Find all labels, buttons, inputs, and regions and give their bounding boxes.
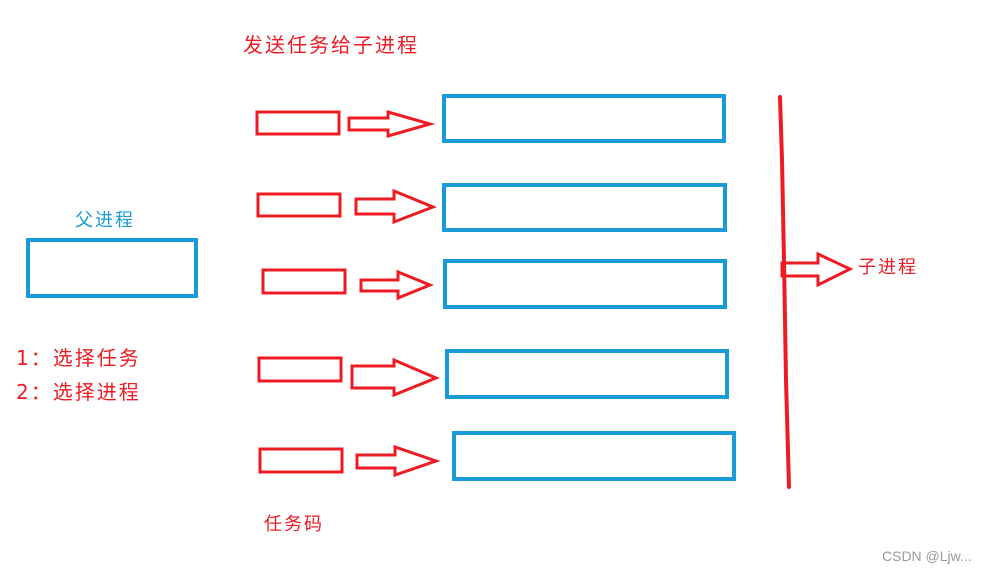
arrow-2 (354, 188, 438, 225)
arrow-5 (355, 444, 441, 478)
parent-process-label: 父进程 (75, 210, 135, 231)
csdn-watermark: CSDN @Ljw... (882, 548, 972, 564)
task-code-box-2 (256, 192, 342, 218)
task-code-box-5 (258, 447, 344, 474)
step-2-label: 2：选择进程 (16, 380, 141, 404)
child-process-box-4 (445, 349, 729, 399)
child-process-bracket-line (778, 95, 791, 489)
arrow-4 (350, 357, 440, 398)
arrow-3 (359, 269, 434, 301)
child-process-arrow (780, 251, 854, 288)
task-code-box-4 (257, 356, 343, 383)
task-code-box-1 (255, 110, 341, 136)
step-1-label: 1：选择任务 (16, 346, 141, 370)
child-process-label: 子进程 (858, 257, 918, 278)
task-code-label: 任务码 (264, 514, 324, 535)
arrow-1 (347, 110, 436, 138)
diagram-title: 发送任务给子进程 (243, 33, 419, 57)
parent-process-box (26, 238, 198, 298)
child-process-box-1 (442, 94, 726, 143)
child-process-box-2 (442, 183, 727, 232)
child-process-box-5 (452, 431, 736, 481)
task-code-box-3 (261, 268, 347, 295)
child-process-box-3 (443, 259, 727, 309)
